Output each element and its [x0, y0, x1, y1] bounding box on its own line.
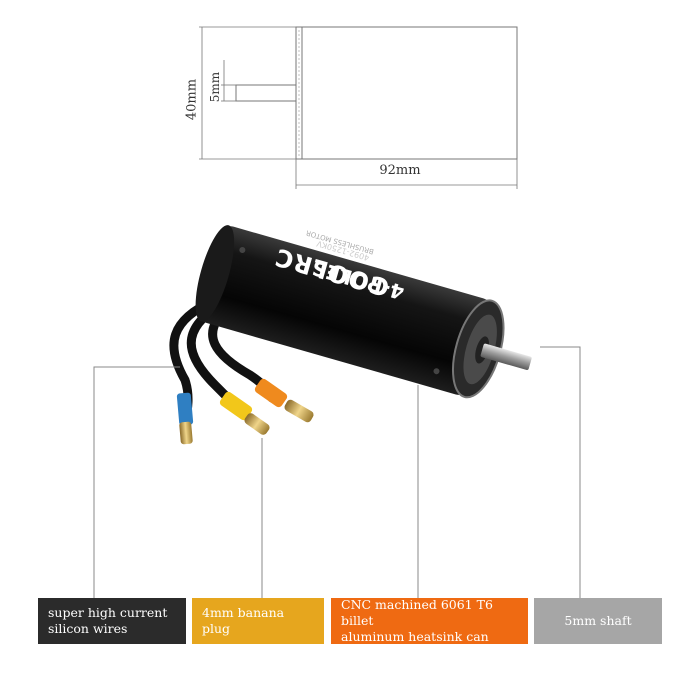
callout-banana-text: 4mm banana plug	[202, 605, 285, 636]
callout-shaft: 5mm shaft	[534, 598, 662, 644]
length-dimension-label: 92mm	[379, 163, 421, 178]
callout-heatsink-line1: CNC machined 6061 T6 billet	[341, 597, 493, 628]
banana-plug-1	[179, 421, 193, 445]
callout-shaft-text: 5mm shaft	[564, 613, 632, 628]
motor-image	[169, 225, 532, 445]
callout-wires-line1: super high current	[48, 605, 168, 620]
drawing-shaft	[235, 84, 297, 102]
blue-sleeve	[176, 392, 194, 426]
leader-shaft	[540, 346, 581, 598]
callout-heatsink-line2: aluminum heatsink can	[341, 629, 489, 644]
banana-plug-2	[244, 413, 270, 435]
leader-wires	[93, 366, 180, 598]
banana-plug-3	[284, 399, 314, 423]
callout-banana-plug: 4mm banana plug	[192, 598, 324, 644]
dimension-drawing	[199, 26, 518, 189]
orange-sleeve	[254, 378, 288, 408]
motor-can	[195, 225, 532, 399]
motor-shaft	[480, 343, 532, 370]
yellow-sleeve	[219, 391, 253, 421]
callout-wires-line2: silicon wires	[48, 621, 128, 636]
